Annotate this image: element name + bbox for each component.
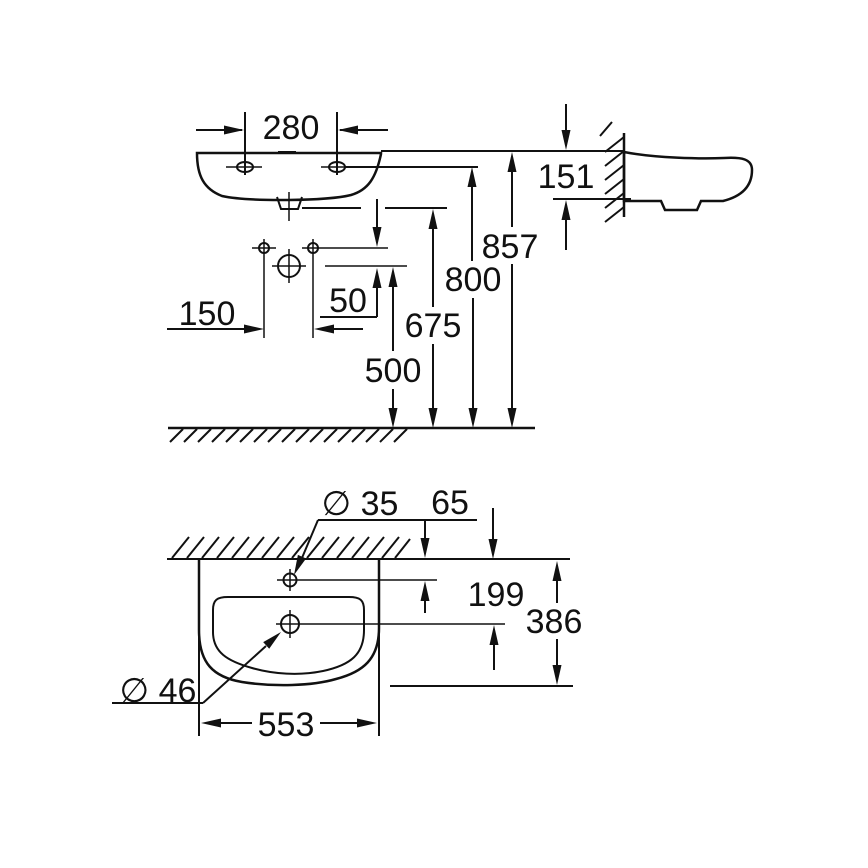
dim-50-label: 50	[329, 282, 367, 320]
dim-150-label: 150	[179, 295, 236, 333]
dim-151-label: 151	[538, 158, 595, 196]
wall-hatching	[599, 121, 625, 223]
dim-553-label: 553	[258, 706, 315, 744]
basin-plan-outer-outline	[197, 559, 381, 687]
dim-386-label: 386	[526, 603, 583, 641]
floor-line	[168, 426, 535, 443]
elevation-front-view	[195, 151, 383, 221]
dim-65-label: 65	[431, 484, 469, 522]
dim-dia35-label: ∅ 35	[322, 485, 399, 523]
floor-hatching	[169, 428, 408, 443]
dim-800-label: 800	[445, 261, 502, 299]
dim-500-label: 500	[365, 352, 422, 390]
plan-dimensions: ∅ 35 65 199 386 553 ∅ 46	[112, 484, 582, 744]
dim-675-label: 675	[405, 307, 462, 345]
dim-280-label: 280	[263, 109, 320, 147]
side-view	[599, 121, 754, 223]
dim-dia46-label: ∅ 46	[120, 672, 197, 710]
plan-top-view	[167, 536, 570, 687]
dim-857-label: 857	[482, 228, 539, 266]
basin-side-outline	[622, 150, 754, 212]
basin-plan-inner-outline	[212, 596, 365, 675]
supply-points	[252, 239, 407, 338]
elevation-dimensions: 280 151 857 800 675 500	[167, 104, 631, 428]
dim-199-label: 199	[468, 576, 525, 614]
plan-wall-hatching	[171, 536, 411, 559]
